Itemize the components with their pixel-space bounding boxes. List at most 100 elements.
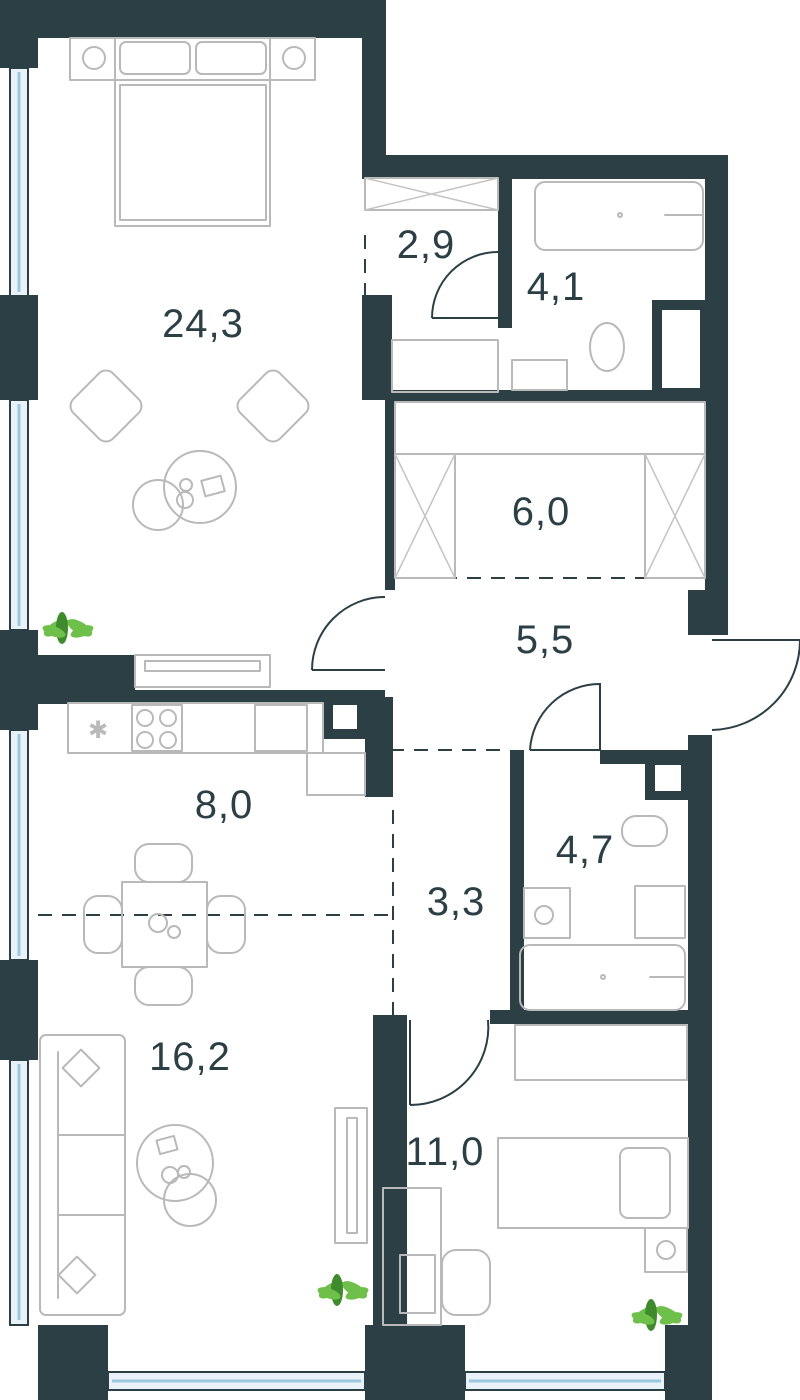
plant-bedroom-small	[631, 1299, 683, 1331]
area-label-dressing-room: 6,0	[512, 490, 571, 534]
snowflake-icon: ✱	[88, 717, 108, 744]
plants	[42, 612, 683, 1331]
wall-kitchen-top	[0, 690, 385, 704]
nightstand-lamp-right	[282, 46, 306, 70]
tv	[144, 660, 261, 672]
area-label-wardrobe-small: 2,9	[397, 223, 456, 267]
wall-right-lower	[688, 735, 712, 1400]
sink-bottom	[634, 885, 686, 939]
wall-bedroom-right-upper	[362, 0, 386, 178]
wall-bottom-mid	[365, 1325, 465, 1400]
area-label-bedroom-large: 24,3	[162, 302, 244, 346]
washing-machine	[523, 887, 571, 939]
door-bathroom-top[interactable]	[431, 251, 499, 319]
toilet-bottom	[621, 815, 668, 847]
door-bathroom-bottom[interactable]	[529, 682, 601, 751]
bathroom-top-furniture	[511, 181, 704, 391]
living-furniture	[39, 1034, 368, 1316]
area-label-corridor: 3,3	[427, 880, 486, 924]
wall-pillar-mid	[362, 295, 392, 400]
wall-wardrobe-bath	[498, 178, 512, 328]
shaft-bath-inner	[662, 310, 700, 388]
shaft-kitchen-inner	[333, 705, 357, 729]
plant-bedroom	[42, 612, 94, 644]
area-label-bathroom-top: 4,1	[527, 265, 586, 309]
kitchen-sink	[254, 704, 308, 752]
chair-left	[83, 895, 123, 954]
armchair-right	[236, 369, 310, 443]
dressing-cabinet-left	[394, 453, 456, 579]
headboard	[69, 37, 316, 81]
wall-kitchen-pillar	[365, 697, 393, 797]
bedroom-large-furniture	[69, 37, 316, 688]
double-bed	[114, 37, 271, 227]
wall-bottom-left	[38, 1325, 108, 1400]
desk-chair	[441, 1249, 491, 1316]
living-tv	[346, 1117, 358, 1234]
wall-bottom-right	[665, 1325, 712, 1400]
living-coffee-table	[136, 1124, 214, 1202]
door-bedroom-large[interactable]	[311, 596, 386, 671]
wall-left-pier-3	[0, 960, 38, 1060]
area-label-kitchen: 8,0	[195, 783, 254, 827]
pillow-left	[119, 41, 191, 75]
wall-bath-top	[362, 155, 728, 179]
dressing-room-furniture	[394, 401, 706, 579]
area-labels: 24,3 2,9 4,1 6,0 5,5 8,0 3,3 4,7 16,2 11…	[149, 223, 615, 1174]
desk	[382, 1187, 442, 1326]
single-bed-pillow	[619, 1147, 671, 1219]
wall-bath2-left	[510, 750, 524, 1015]
kitchen-counter	[67, 702, 324, 754]
armchair-left	[69, 369, 143, 443]
area-label-hall: 5,5	[516, 618, 575, 662]
living-tv-unit	[334, 1107, 368, 1244]
plant-living	[317, 1274, 369, 1306]
area-label-bedroom-small: 11,0	[406, 1130, 485, 1174]
side-table	[132, 479, 184, 531]
nightstand-lamp-left	[82, 46, 106, 70]
area-label-living-room: 16,2	[149, 1035, 231, 1079]
kitchen-cabinet	[306, 752, 366, 796]
wall-left-pier-1	[0, 295, 38, 400]
wardrobe-shelf	[364, 177, 499, 211]
coffee-table	[163, 450, 237, 524]
area-label-bathroom-bottom: 4,7	[556, 828, 615, 872]
shaft-bath2-inner	[655, 765, 681, 791]
chair-right	[206, 895, 246, 954]
toilet-top	[589, 322, 625, 372]
dining-table	[121, 881, 208, 968]
wall-right-upper	[705, 155, 728, 600]
cushion-top	[61, 1048, 101, 1088]
kitchen-furniture: ✱	[67, 702, 366, 796]
wall-left-corner	[0, 30, 38, 68]
bedroom-small-furniture	[382, 1024, 689, 1326]
wardrobe-small-furniture	[364, 177, 499, 393]
duvet	[119, 84, 267, 221]
door-entrance[interactable]	[711, 639, 800, 731]
pillow-right	[195, 41, 267, 75]
small-nightstand	[644, 1227, 688, 1273]
dining-furniture	[83, 843, 246, 1006]
tv-unit	[134, 654, 271, 688]
small-wardrobe-rail	[514, 1024, 688, 1081]
cushion-bottom	[57, 1255, 97, 1295]
desk-monitor	[399, 1254, 436, 1314]
wall-top	[0, 0, 385, 38]
chair-top	[134, 843, 193, 883]
door-bedroom-small[interactable]	[409, 1019, 490, 1107]
dressing-cabinet-right	[644, 453, 706, 579]
wall-bath-bottom	[512, 390, 712, 402]
walls	[0, 0, 728, 1400]
single-bed	[497, 1137, 689, 1229]
wardrobe-rail	[391, 339, 499, 393]
wall-bath2-bottom	[490, 1010, 690, 1024]
hob	[131, 704, 183, 752]
bathroom-bottom-furniture	[519, 815, 686, 1011]
windows	[9, 67, 666, 1391]
sofa	[39, 1034, 126, 1316]
wall-right-stub	[688, 590, 728, 635]
wall-dressing-left	[385, 400, 395, 590]
dressing-rail	[394, 401, 706, 455]
chair-bottom	[134, 966, 193, 1006]
